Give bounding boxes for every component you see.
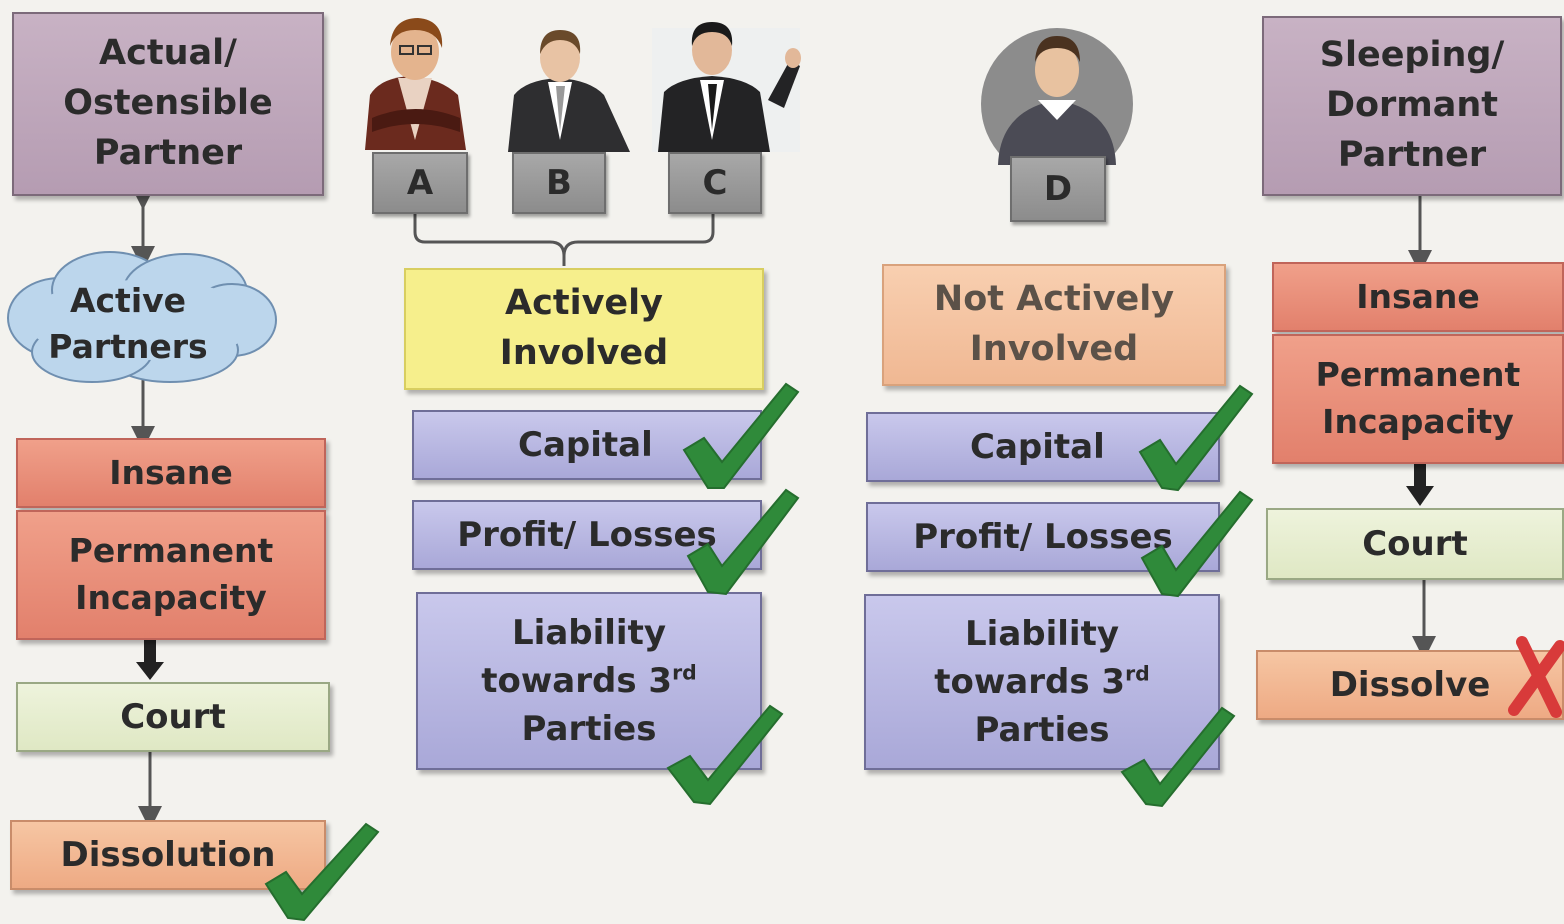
capital-box-active: Capital: [412, 410, 762, 480]
capital-box-passive: Capital: [866, 412, 1220, 482]
insane-box-right: Insane: [1272, 262, 1564, 332]
partner-c-tag: C: [668, 152, 762, 214]
liability-box-passive: Liability towards 3rd Parties: [864, 594, 1220, 770]
actively-involved-box: Actively Involved: [404, 268, 764, 390]
dissolve-box: Dissolve: [1256, 650, 1564, 720]
partner-b-tag: B: [512, 152, 606, 214]
profit-losses-box-active: Profit/ Losses: [412, 500, 762, 570]
profit-losses-box-passive: Profit/ Losses: [866, 502, 1220, 572]
bracket-abc: [413, 214, 715, 266]
liability-box-active: Liability towards 3rd Parties: [416, 592, 762, 770]
sleeping-dormant-partner-box: Sleeping/ Dormant Partner: [1262, 16, 1562, 196]
permanent-incapacity-box-right: Permanent Incapacity: [1272, 334, 1564, 464]
court-box-left: Court: [16, 682, 330, 752]
actual-ostensible-partner-box: Actual/ Ostensible Partner: [12, 12, 324, 196]
thick-arrow-left-court: [136, 640, 164, 680]
permanent-incapacity-box-left: Permanent Incapacity: [16, 510, 326, 640]
insane-box-left: Insane: [16, 438, 326, 508]
thick-arrow-right-court: [1406, 464, 1434, 506]
active-partners-label: Active Partners: [48, 281, 208, 367]
not-actively-involved-box: Not Actively Involved: [882, 264, 1226, 386]
court-box-right: Court: [1266, 508, 1564, 580]
dissolution-box: Dissolution: [10, 820, 326, 890]
header-line-2: Ostensible: [63, 83, 273, 124]
partner-d-tag: D: [1010, 156, 1106, 222]
header-line-3: Partner: [93, 132, 243, 173]
header-line-1: Actual/: [99, 33, 237, 74]
partner-a-tag: A: [372, 152, 468, 214]
